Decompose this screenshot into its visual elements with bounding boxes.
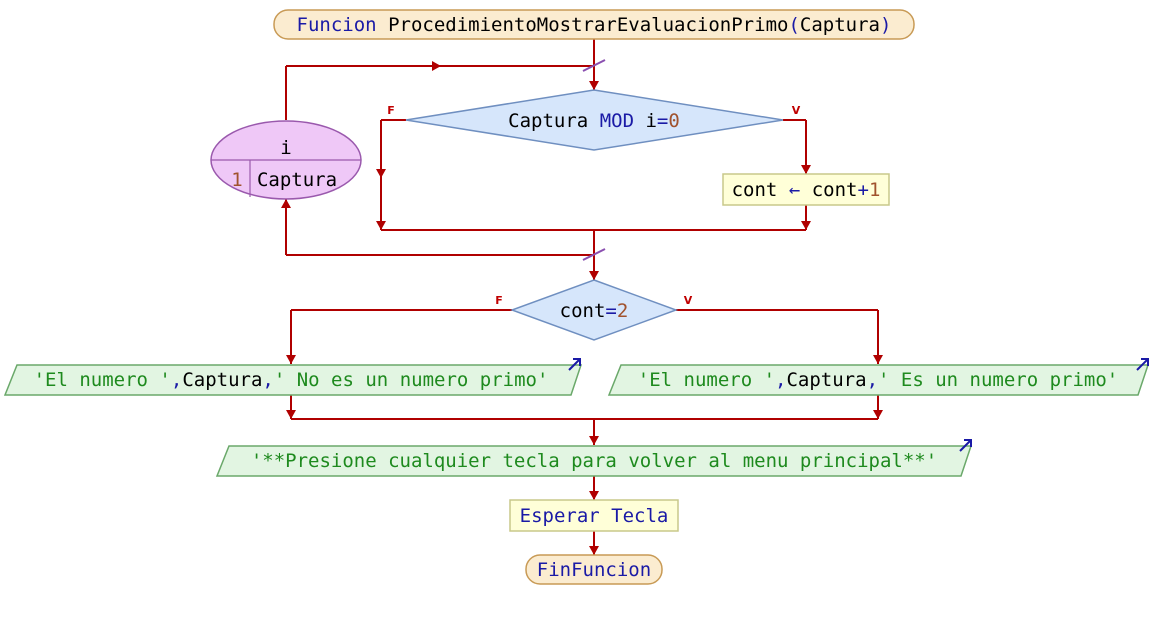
assign-text: cont ← cont+1 [732,179,881,201]
output-press-key[interactable]: '**Presione cualquier tecla para volver … [215,439,973,477]
arrow-down [589,546,599,555]
function-end[interactable]: FinFuncion [525,554,663,585]
cond-value: 2 [617,300,628,322]
output-string: ' No es un numero primo' [274,369,549,391]
cond-value: 0 [668,110,679,132]
assign-value: 1 [869,179,880,201]
terminal-shape [525,554,663,585]
arrow-up [281,199,291,208]
loop-end: Captura [257,169,337,191]
output-comma: , [775,369,786,391]
function-name: ProcedimientoMostrarEvaluacionPrimo [388,14,788,36]
io-shape [607,364,1150,396]
output-string: 'El numero ' [34,369,171,391]
assign-increment[interactable]: cont ← cont+1 [722,173,890,206]
decision-shape [405,89,784,151]
loop-junction-markers [582,59,606,261]
process-shape [722,173,890,206]
true-label: V [792,104,801,117]
cond-var: cont [560,300,606,322]
output-prime[interactable]: 'El numero ',Captura,' Es un numero prim… [607,358,1150,396]
output-arrow-icon [1136,358,1149,371]
flow-arrowheads [281,61,883,555]
arrow-down [589,81,599,90]
wait-label: Esperar Tecla [520,505,669,527]
cond-eq: = [605,300,616,322]
assign-target: cont [732,179,778,201]
arrow-down [589,491,599,500]
output-text: 'El numero ',Captura,' No es un numero p… [34,369,549,391]
cond-eq: = [657,110,668,132]
arrow-down [286,355,296,364]
open-paren: ( [788,14,799,36]
loop-start: 1 [231,169,242,191]
decision-condition: cont=2 [560,300,629,322]
decision-mod[interactable]: Captura MOD i=0 F V [387,89,801,151]
keyword-funcion: Funcion [297,14,377,36]
close-paren: ) [880,14,891,36]
arrow-down [801,221,811,230]
assign-source: cont [812,179,858,201]
io-shape [215,445,973,477]
process-shape [509,499,679,532]
output-comma: , [171,369,182,391]
header-text: Funcion ProcedimientoMostrarEvaluacionPr… [297,14,892,36]
output-string: '**Presione cualquier tecla para volver … [251,450,937,472]
output-text: 'El numero ',Captura,' Es un numero prim… [638,369,1118,391]
terminal-shape [273,9,915,40]
param-name: Captura [800,14,880,36]
output-string: ' Es un numero primo' [878,369,1118,391]
decision-shape [509,279,679,341]
assign-plus: + [857,179,868,201]
output-comma: , [867,369,878,391]
wait-key-node[interactable]: Esperar Tecla [509,499,679,532]
for-loop-node[interactable]: i 1 Captura [210,120,362,200]
output-variable: Captura [182,369,262,391]
loop-variable: i [280,137,291,159]
end-label: FinFuncion [537,559,651,581]
true-label: V [684,294,693,307]
cond-op: MOD [600,110,634,132]
output-string: 'El numero ' [638,369,775,391]
arrow-down [376,221,386,230]
arrow-down [589,436,599,445]
function-header[interactable]: Funcion ProcedimientoMostrarEvaluacionPr… [273,9,915,40]
arrow-down [873,355,883,364]
arrow-right [432,61,441,71]
cond-left: Captura [508,110,588,132]
decision-condition: Captura MOD i=0 [508,110,680,132]
arrow-down [801,165,811,174]
junction-mark [582,59,606,72]
false-label: F [387,104,395,117]
junction-mark [582,248,606,261]
output-comma: , [262,369,273,391]
false-label: F [495,294,503,307]
arrow-down [589,271,599,280]
output-arrow-icon [959,439,972,452]
io-shape [3,364,583,396]
arrow-down [873,410,883,419]
output-not-prime[interactable]: 'El numero ',Captura,' No es un numero p… [3,358,583,396]
arrow-down [286,410,296,419]
output-variable: Captura [786,369,866,391]
assign-arrow: ← [789,179,800,201]
decision-cont[interactable]: cont=2 F V [495,279,693,341]
arrow-down [376,169,386,178]
output-arrow-icon [568,358,581,371]
cond-var: i [645,110,656,132]
